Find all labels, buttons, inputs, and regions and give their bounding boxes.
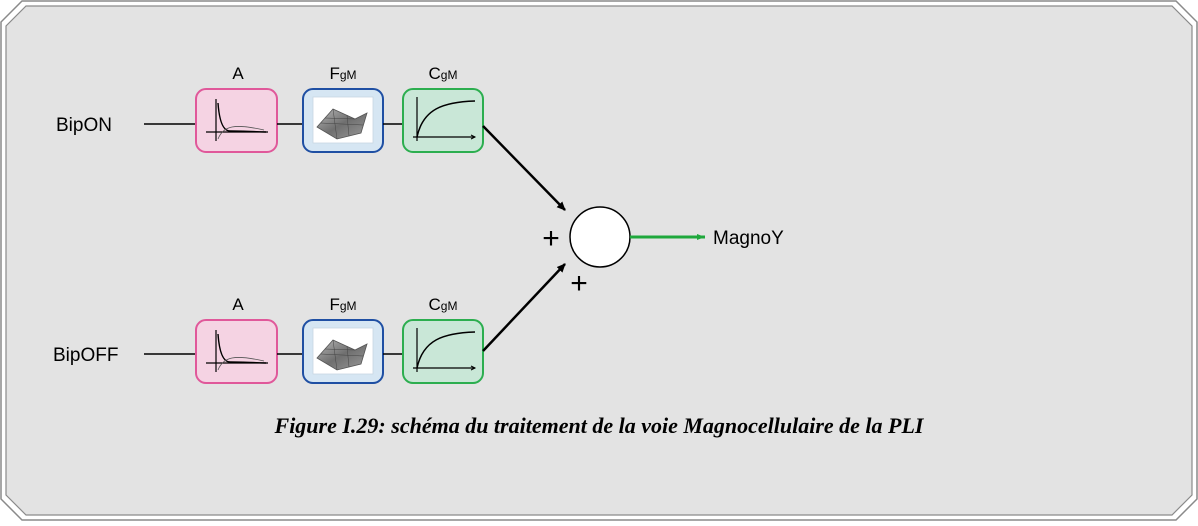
plus-sign-bottom: + <box>570 267 588 300</box>
block-c-bottom <box>402 319 484 384</box>
block-label-c: CgM <box>429 64 458 83</box>
block-label-a: A <box>232 64 244 83</box>
block-label-f: FgM <box>329 295 356 314</box>
block-label-a: A <box>232 295 244 314</box>
3d-surface-icon <box>312 327 374 375</box>
block-c-top <box>402 88 484 153</box>
block-label-c: CgM <box>429 295 458 314</box>
3d-surface-icon <box>312 96 374 144</box>
input-label-bottom: BipOFF <box>53 345 118 366</box>
arrow-to-sum-top <box>482 125 566 211</box>
block-a-top <box>195 88 278 153</box>
arrow-to-sum-bottom <box>482 263 566 352</box>
figure-caption: Figure I.29: schéma du traitement de la … <box>274 413 924 438</box>
block-a-bottom <box>195 319 278 384</box>
summation-node <box>569 206 631 268</box>
block-f-top <box>302 88 384 153</box>
block-label-f: FgM <box>329 64 356 83</box>
block-f-bottom <box>302 319 384 384</box>
input-label-top: BipON <box>56 115 112 136</box>
output-label: MagnoY <box>713 228 784 249</box>
plus-sign-top: + <box>542 222 560 255</box>
